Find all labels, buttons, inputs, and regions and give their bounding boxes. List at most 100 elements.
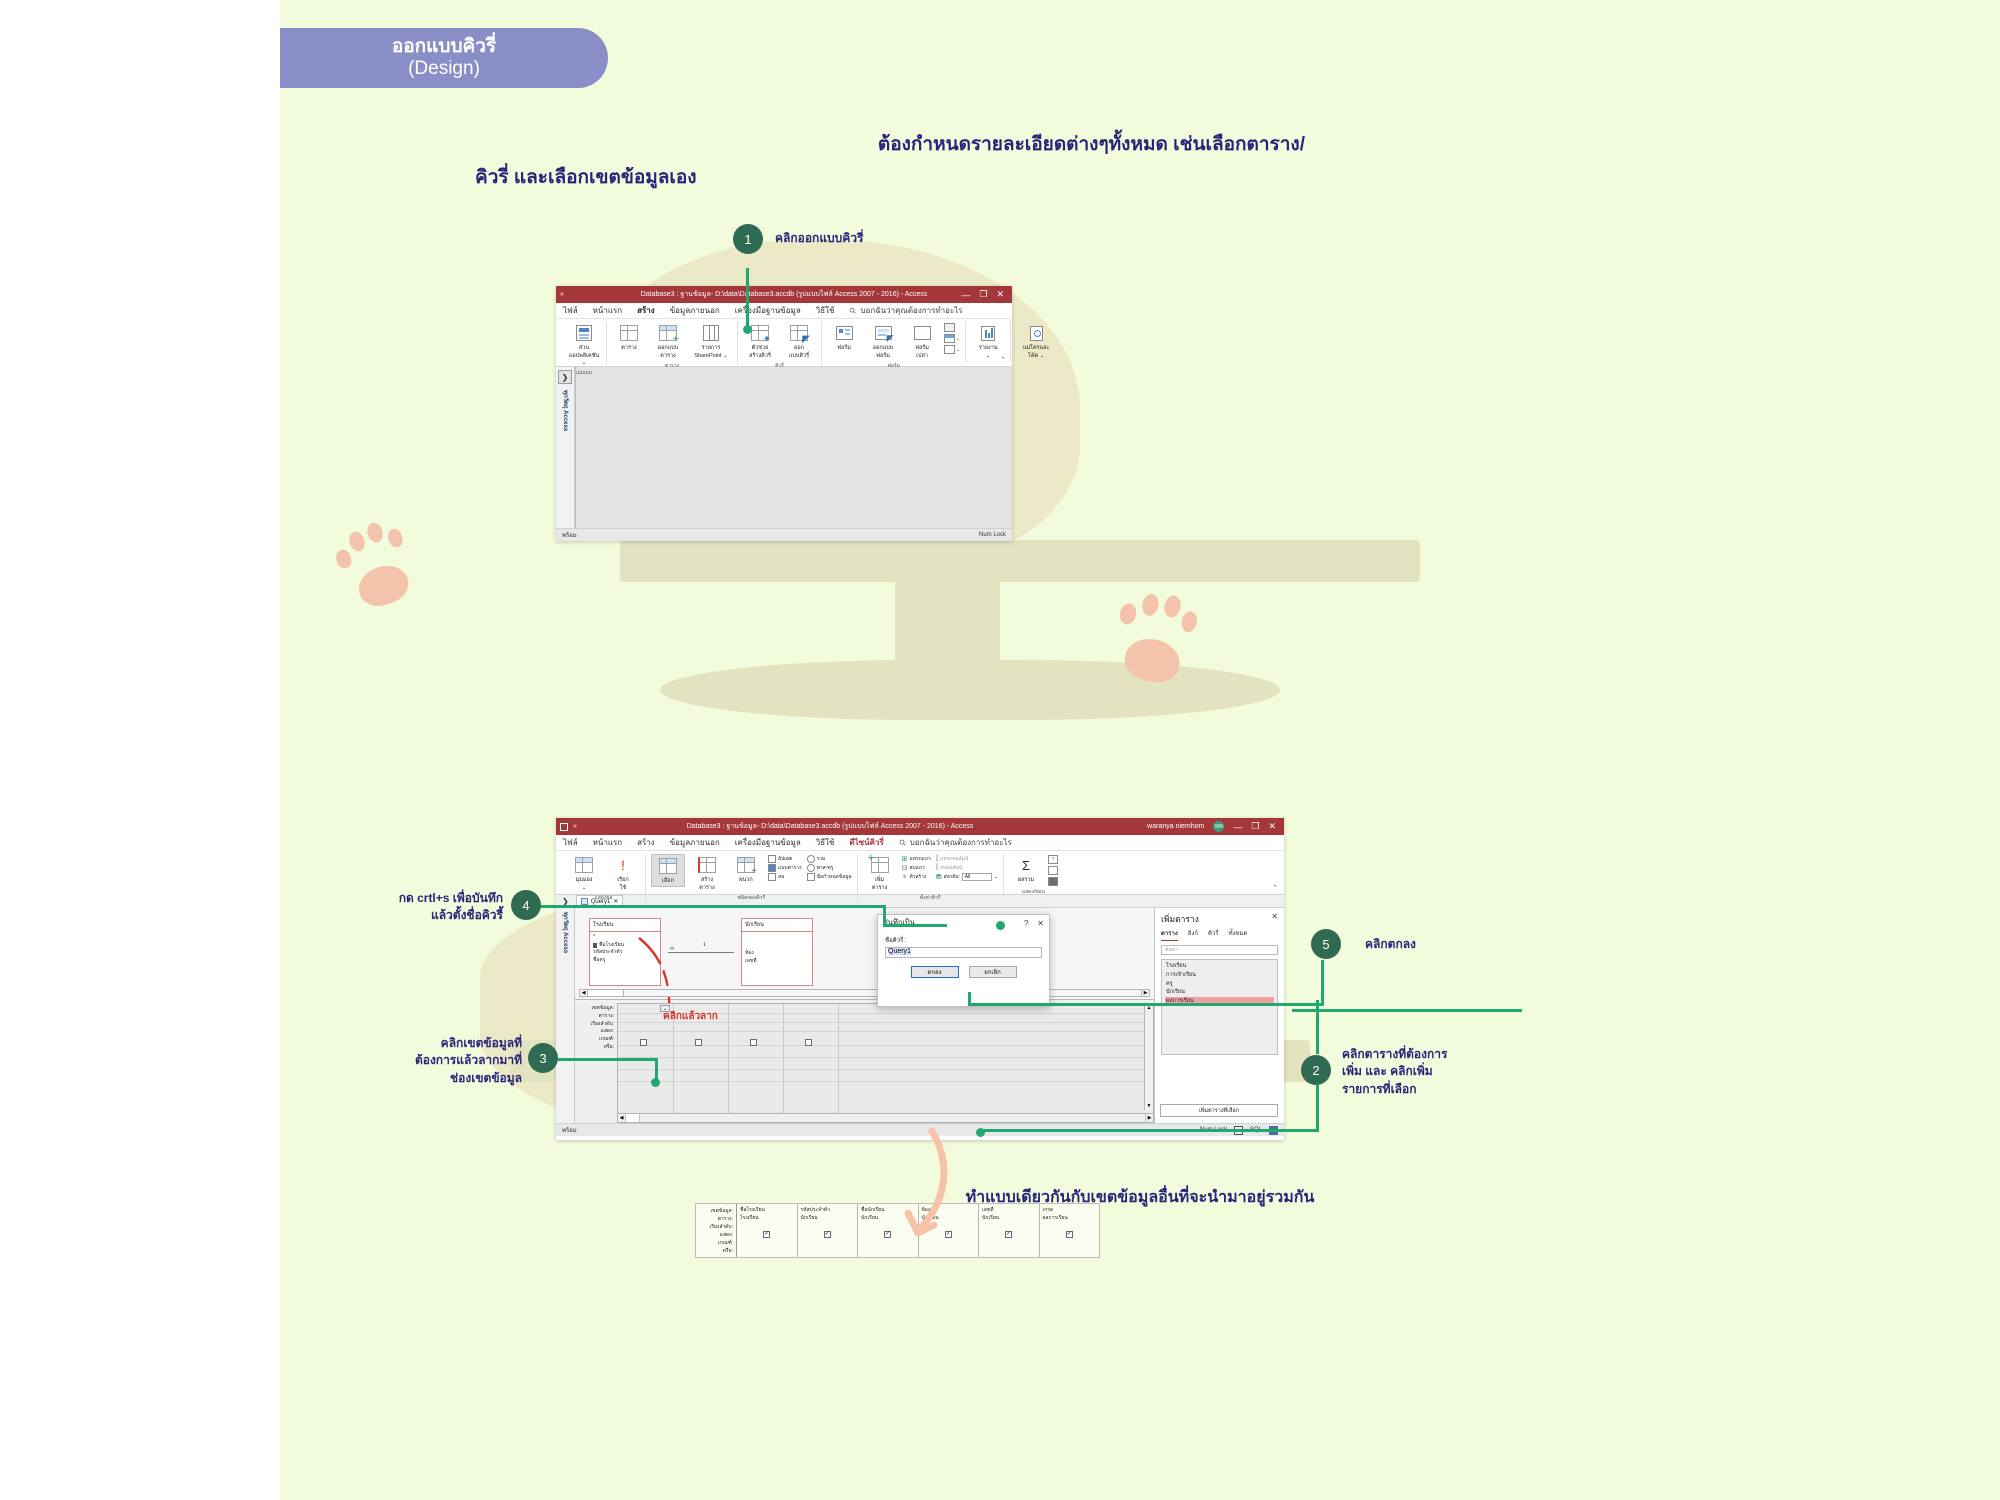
grid-scroll-thumb[interactable] xyxy=(626,1114,640,1122)
window2-user-name[interactable]: waranya niemhom xyxy=(1147,823,1205,830)
ribbon-button-run[interactable]: ! เรียก ใช้ xyxy=(606,854,640,892)
add-table-panel[interactable]: เพิ่มตาราง ✕ ตาราง ลิงก์ คิวรี่ ทั้งหมด … xyxy=(1154,908,1284,1123)
result-col-2-show[interactable]: ✓ xyxy=(823,1230,831,1238)
design-grid-vscrollbar[interactable]: ▲ ▼ xyxy=(1144,1004,1153,1110)
window2-close-button[interactable]: ✕ xyxy=(1268,821,1276,831)
query-setup-minibuttons-a[interactable]: ⊞ แทรกแถว ⊟ ลบแถว ✶ ตัวสร้าง xyxy=(902,854,931,881)
window1-minimize-button[interactable]: — xyxy=(961,289,971,300)
ribbon-tab-help[interactable]: วิธีใช้ xyxy=(815,306,835,315)
ribbon-button-table[interactable]: ตาราง xyxy=(612,322,646,353)
result-col-5-field[interactable]: เลขที่ xyxy=(982,1207,994,1213)
query-type-minibuttons-b[interactable]: รวม พาส-ทรู ข้อกำหนดข้อมูล xyxy=(806,854,852,881)
show-checkbox-3[interactable] xyxy=(750,1039,757,1046)
ribbon-button-add-table[interactable]: + เพิ่ม ตาราง xyxy=(863,853,897,892)
ribbon-tab-external-data-2[interactable]: ข้อมูลภายนอก xyxy=(669,838,720,847)
window2-ribbon[interactable]: มุมมอง ⌄ ! เรียก ใช้ แสดงผล xyxy=(556,851,1284,902)
ribbon-button-select-query[interactable]: เลือก xyxy=(651,854,685,887)
navigation-pane-expand-icon[interactable]: ❯ xyxy=(558,370,572,384)
ribbon-button-sharepoint-lists[interactable]: รายการ SharePoint ⌄ xyxy=(690,322,732,360)
query-type-minibuttons-a[interactable]: อัปเดต แบบตาราง ลบ xyxy=(768,854,802,881)
save-as-ok-button[interactable]: ตกลง xyxy=(910,966,959,978)
ribbon-collapse-icon[interactable]: ⌃ xyxy=(1000,357,1006,364)
ribbon-mini-data-definition[interactable]: ข้อกำหนดข้อมูล xyxy=(806,873,852,881)
ribbon-tab-external-data[interactable]: ข้อมูลภายนอก xyxy=(669,306,720,315)
ribbon-button-append[interactable]: + ผนวก xyxy=(729,854,763,885)
ribbon-tab-database-tools-2[interactable]: เครื่องมือฐานข้อมูล xyxy=(734,838,801,847)
result-col-2-sort[interactable] xyxy=(801,1222,855,1230)
ribbon-button-query-design[interactable]: ◤ ออก แบบคิวรี่ xyxy=(782,322,816,360)
window2-minimize-button[interactable]: — xyxy=(1233,821,1243,832)
window1-navigation-pane[interactable]: ❯ ทุกวัตถุ Access xyxy=(556,367,575,528)
query-table-student[interactable]: นักเรียน ห้อง เลขที่ xyxy=(741,918,813,986)
ribbon-button-more-forms[interactable]: ⌄ ⌄ xyxy=(944,322,960,354)
result-col-2-table[interactable]: นักเรียน xyxy=(800,1215,818,1221)
list-item-school[interactable]: โรงเรียน xyxy=(1166,963,1187,969)
window2-document-tabs[interactable]: ❯ Query1 ✕ xyxy=(556,894,1284,908)
ribbon-button-application-parts[interactable]: ส่วน แอปพลิเคชัน ⌄ xyxy=(567,322,601,367)
ribbon-button-table-design[interactable]: + ออกแบบ ตาราง xyxy=(651,322,685,360)
navigation-pane-expand-icon-2[interactable]: ❯ xyxy=(562,896,569,906)
show-checkbox-2[interactable] xyxy=(695,1039,702,1046)
ribbon-button-form-design[interactable]: ◤ ออกแบบ ฟอร์ม xyxy=(866,322,900,360)
list-item-grades[interactable]: ผลการเรียน xyxy=(1165,997,1274,1006)
ribbon-button-blank-form[interactable]: ฟอร์ม เปล่า xyxy=(905,322,939,360)
result-col-5-sort[interactable] xyxy=(982,1222,1036,1230)
field-school-id[interactable]: รหัสประจำตัว xyxy=(593,949,623,955)
return-value-select[interactable]: All xyxy=(961,873,992,881)
ribbon-button-report[interactable]: รายงาน ⌄ xyxy=(971,322,1005,360)
table-row[interactable]: เลขที่ นักเรียน ✓ xyxy=(979,1204,1040,1257)
ribbon-button-query-wizard[interactable]: ✦ ตัวช่วย สร้างคิวรี่ xyxy=(743,322,777,360)
result-col-1-field[interactable]: ชื่อโรงเรียน xyxy=(740,1207,765,1213)
table-row[interactable]: เกรด ผลการเรียน ✓ xyxy=(1040,1204,1100,1257)
field-asterisk[interactable]: * xyxy=(593,934,595,940)
save-as-cancel-button[interactable]: ยกเลิก xyxy=(968,966,1017,978)
result-col-2-field[interactable]: รหัสประจำตัว xyxy=(800,1207,830,1213)
add-table-tab-queries[interactable]: คิวรี่ xyxy=(1208,931,1219,937)
grid-scroll-left-icon[interactable]: ◀ xyxy=(618,1114,626,1122)
result-col-6-sort[interactable] xyxy=(1043,1222,1097,1230)
query-table-student-fields[interactable]: ห้อง เลขที่ xyxy=(742,932,812,967)
ribbon-button-form[interactable]: ฟอร์ม xyxy=(827,322,861,353)
add-table-tab-links[interactable]: ลิงก์ xyxy=(1187,931,1199,937)
scroll-left-icon[interactable]: ◀ xyxy=(580,990,588,996)
tables-pane-hscrollbar[interactable]: ◀ ▶ xyxy=(579,989,1150,997)
ribbon-mini-insert-row[interactable]: ⊞ แทรกแถว xyxy=(901,856,931,863)
query-table-school-fields[interactable]: * ชื่อโรงเรียน รหัสประจำตัว ชื่อครู xyxy=(590,932,660,966)
ribbon-tab-query-design[interactable]: ดีไซน์คิวรี่ xyxy=(849,838,884,852)
result-col-6-show[interactable]: ✓ xyxy=(1065,1230,1073,1238)
ribbon-tab-file-2[interactable]: ไฟล์ xyxy=(563,838,578,847)
save-as-name-input[interactable]: Query1 xyxy=(885,947,1042,958)
result-col-6-table[interactable]: ผลการเรียน xyxy=(1042,1215,1068,1221)
window2-navigation-pane[interactable]: ทุกวัตถุ Access xyxy=(556,908,575,1123)
save-as-close-icon[interactable]: ✕ xyxy=(1037,918,1044,928)
property-sheet-icon[interactable]: ? xyxy=(1047,855,1058,864)
ribbon-button-make-table[interactable]: สร้าง ตาราง xyxy=(690,854,724,892)
design-grid-hscrollbar[interactable]: ◀ ▶ xyxy=(618,1113,1153,1122)
ribbon-tab-create[interactable]: สร้าง xyxy=(637,306,655,320)
list-item-student[interactable]: นักเรียน xyxy=(1166,989,1185,996)
field-dropdown-icon[interactable]: ⌄ xyxy=(660,1005,670,1012)
window2-quick-access-chevron[interactable]: » xyxy=(573,823,577,830)
window1-ribbon[interactable]: ส่วน แอปพลิเคชัน ⌄ แม่แบบ ตาราง xyxy=(556,319,1050,376)
scroll-down-icon[interactable]: ▼ xyxy=(1146,1103,1152,1109)
result-col-3-table[interactable]: นักเรียน xyxy=(861,1215,879,1221)
ribbon-tab-help-2[interactable]: วิธีใช้ xyxy=(815,838,835,847)
ribbon-mini-delete-row[interactable]: ⊟ ลบแถว xyxy=(901,865,925,872)
ribbon-button-totals[interactable]: Σ ผลรวม xyxy=(1009,854,1043,884)
ribbon-tab-file[interactable]: ไฟล์ xyxy=(563,306,578,315)
result-col-4-show[interactable]: ✓ xyxy=(944,1230,952,1238)
query-tables-pane[interactable]: โรงเรียน * ชื่อโรงเรียน รหัสประจำตัว ชื่… xyxy=(575,908,1154,1044)
add-table-panel-tabs[interactable]: ตาราง ลิงก์ คิวรี่ ทั้งหมด xyxy=(1155,928,1284,941)
ribbon-tab-home-2[interactable]: หน้าแรก xyxy=(592,838,623,847)
query-setup-minibuttons-b[interactable]: ⫿ แทรกคอลัมน์ ⫿ ลบคอลัมน์ ⛃ ส่งกลับ: All xyxy=(936,854,998,881)
grid-scroll-right-icon[interactable]: ▶ xyxy=(1145,1114,1153,1122)
add-table-panel-close-icon[interactable]: ✕ xyxy=(1271,912,1278,921)
tell-me-box[interactable]: บอกฉันว่าคุณต้องการทำอะไร xyxy=(849,304,963,317)
scroll-thumb[interactable] xyxy=(588,990,624,996)
window2-maximize-button[interactable]: ❐ xyxy=(1251,821,1260,831)
result-col-3-show[interactable]: ✓ xyxy=(884,1230,892,1238)
ribbon-mini-crosstab[interactable]: แบบตาราง xyxy=(768,864,802,872)
result-col-1-show[interactable]: ✓ xyxy=(763,1230,771,1238)
access-window-create-tab[interactable]: » Database3 : ฐานข้อมูล- D:\data\Databas… xyxy=(556,286,1050,541)
scroll-right-icon[interactable]: ▶ xyxy=(1141,990,1149,996)
